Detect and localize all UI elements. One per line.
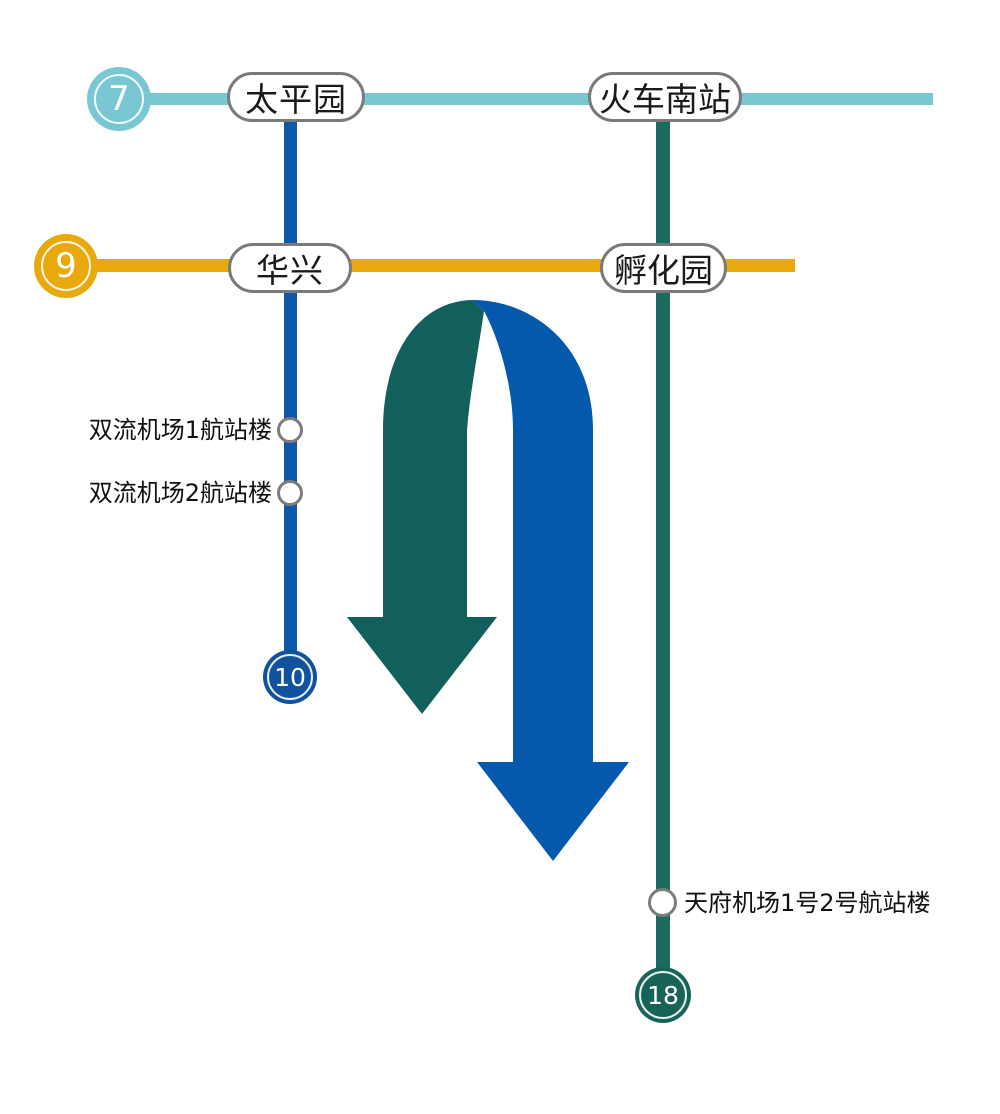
- line7-number: 7: [108, 79, 130, 119]
- line10-badge: 10: [263, 650, 317, 704]
- line7-badge: 7: [87, 67, 151, 131]
- line9-badge: 9: [34, 234, 98, 298]
- uturn-arrow-blue-icon: [471, 299, 629, 862]
- uturn-arrow-teal-icon: [347, 300, 497, 714]
- line18-track: [656, 98, 670, 968]
- station-capsule-taipingyuan: 太平园: [227, 72, 365, 122]
- station-capsule-south-railway: 火车南站: [588, 72, 742, 122]
- line18-number: 18: [647, 980, 679, 1010]
- station-label-shuangliu-t1: 双流机场1航站楼: [88, 416, 272, 444]
- stop-marker-shuangliu-t1: [277, 417, 303, 443]
- line18-badge: 18: [635, 967, 691, 1023]
- station-label-shuangliu-t2: 双流机场2航站楼: [88, 479, 272, 507]
- line10-track: [284, 98, 297, 652]
- stop-marker-tianfu: [648, 888, 677, 917]
- stop-marker-shuangliu-t2: [277, 480, 303, 506]
- station-label-tianfu: 天府机场1号2号航站楼: [684, 889, 931, 917]
- line9-number: 9: [55, 246, 77, 286]
- line10-number: 10: [274, 662, 306, 692]
- station-capsule-fuhuayuan: 孵化园: [600, 243, 727, 293]
- station-capsule-huaxing: 华兴: [228, 243, 352, 293]
